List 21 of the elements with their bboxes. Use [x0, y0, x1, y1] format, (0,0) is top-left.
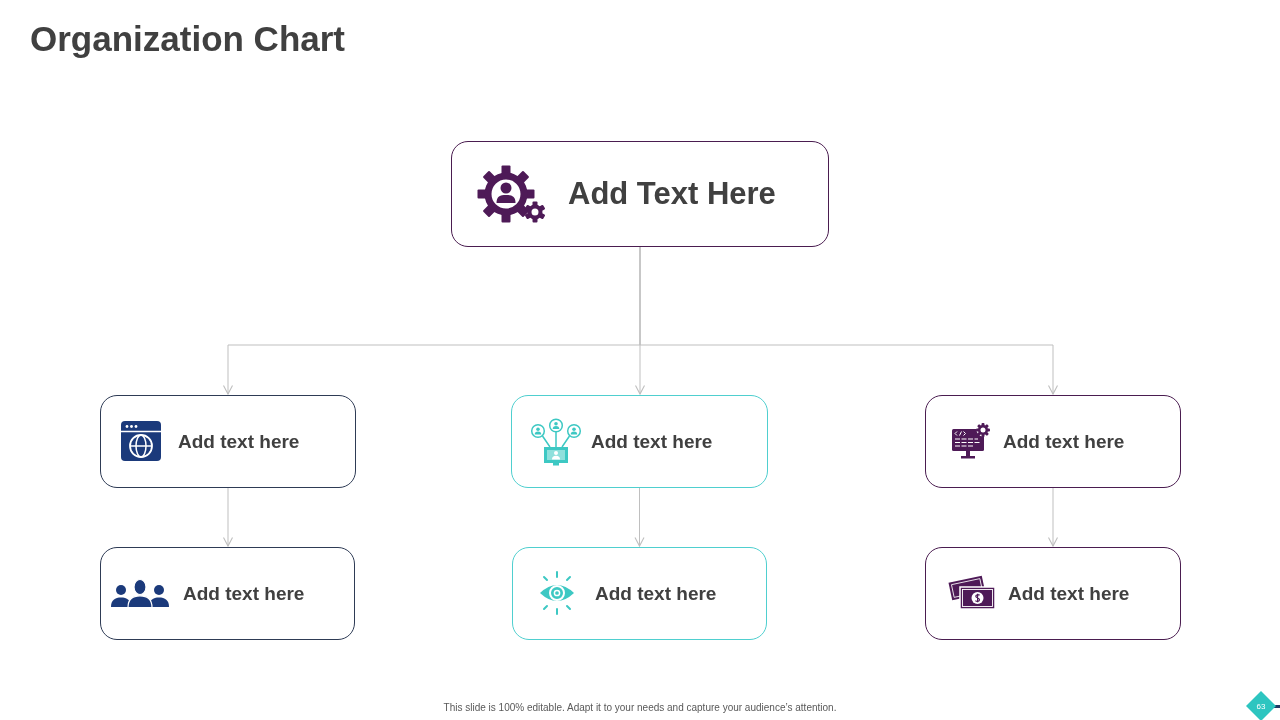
page-number: 63 — [1246, 691, 1276, 720]
connector-arrow — [1047, 487, 1059, 547]
org-chart-box — [100, 395, 356, 488]
node-label: Add text here — [1003, 430, 1125, 453]
slide-title: Organization Chart — [30, 20, 346, 59]
org-chart-box — [451, 141, 829, 247]
org-chart-box — [925, 547, 1181, 640]
org-chart-box — [100, 547, 355, 640]
node-label: Add text here — [595, 582, 717, 605]
node-label: Add Text Here — [568, 176, 776, 212]
node-label: Add text here — [1008, 582, 1130, 605]
node-label: Add text here — [591, 430, 713, 453]
footer-note: This slide is 100% editable. Adapt it to your needs and capture your audience’s attention. — [443, 702, 837, 714]
org-chart-box — [925, 395, 1181, 488]
node-label: Add text here — [183, 582, 305, 605]
org-chart-box — [511, 395, 768, 488]
connector-arrow — [639, 246, 1059, 395]
org-chart-box — [512, 547, 767, 640]
connector-arrow — [634, 487, 645, 547]
connector-arrow — [222, 487, 234, 547]
node-label: Add text here — [178, 430, 300, 453]
